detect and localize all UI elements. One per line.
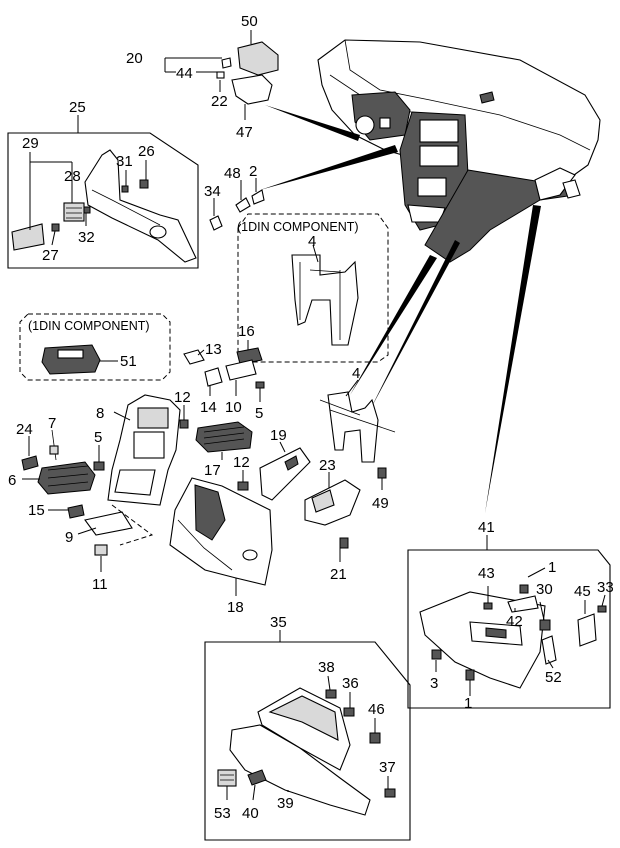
callout-41: 41 <box>478 519 495 536</box>
center-fascia-group <box>21 394 181 572</box>
callout-38: 38 <box>318 659 335 676</box>
callout-21: 21 <box>330 566 347 583</box>
callout-37: 37 <box>379 759 396 776</box>
callout-45: 45 <box>574 583 591 600</box>
callout-7: 7 <box>48 415 56 432</box>
callout-39: 39 <box>277 795 294 812</box>
bracket-23 <box>304 472 361 562</box>
callout-35: 35 <box>270 614 287 631</box>
callout-4-top: 4 <box>308 233 316 250</box>
din-top-label: (1DIN COMPONENT) <box>237 220 359 234</box>
callout-14: 14 <box>200 399 217 416</box>
callout-1-a: 1 <box>548 559 556 576</box>
upper-cover-group <box>164 30 279 120</box>
callout-16: 16 <box>238 323 255 340</box>
callout-34: 34 <box>204 183 221 200</box>
callout-47: 47 <box>236 124 253 141</box>
vent-17 <box>195 421 253 491</box>
clip-45-33 <box>577 594 607 647</box>
callout-17: 17 <box>204 462 221 479</box>
callout-49: 49 <box>372 495 389 512</box>
console-panel-18 <box>169 477 273 596</box>
callout-44: 44 <box>176 65 193 82</box>
callout-46: 46 <box>368 701 385 718</box>
callout-4-mid: 4 <box>352 365 360 382</box>
callout-5-a: 5 <box>255 405 263 422</box>
callout-9: 9 <box>65 529 73 546</box>
callout-31: 31 <box>116 153 133 170</box>
callout-3: 3 <box>430 675 438 692</box>
callout-43: 43 <box>478 565 495 582</box>
panel-19 <box>259 441 311 501</box>
callout-2: 2 <box>249 163 257 180</box>
callout-29: 29 <box>22 135 39 152</box>
callout-25: 25 <box>69 99 86 116</box>
callout-33: 33 <box>597 579 614 596</box>
din-box-left <box>19 313 171 381</box>
box-35 <box>204 630 411 841</box>
callout-36: 36 <box>342 675 359 692</box>
callout-10: 10 <box>225 399 242 416</box>
callout-11: 11 <box>92 576 108 593</box>
clip-group-34-48-2 <box>209 178 265 231</box>
box-41 <box>407 535 611 709</box>
callout-12-b: 12 <box>233 454 250 471</box>
callout-30: 30 <box>536 581 553 598</box>
callout-24: 24 <box>16 421 33 438</box>
callout-50: 50 <box>241 13 258 30</box>
callout-52: 52 <box>545 669 562 686</box>
callout-18: 18 <box>227 599 244 616</box>
callout-20: 20 <box>126 50 143 67</box>
din-left-label: (1DIN COMPONENT) <box>28 319 150 333</box>
callout-40: 40 <box>242 805 259 822</box>
callout-48: 48 <box>224 165 241 182</box>
callout-6: 6 <box>8 472 16 489</box>
callout-53: 53 <box>214 805 231 822</box>
callout-13: 13 <box>205 341 222 358</box>
callout-28: 28 <box>64 168 81 185</box>
dashboard-assembly <box>260 39 601 513</box>
callout-15: 15 <box>28 502 45 519</box>
callout-23: 23 <box>319 457 336 474</box>
callout-8: 8 <box>96 405 104 422</box>
callout-51: 51 <box>120 353 137 370</box>
callout-32: 32 <box>78 229 95 246</box>
callout-5-b: 5 <box>94 429 102 446</box>
callout-27: 27 <box>42 247 59 264</box>
callout-42: 42 <box>506 613 523 630</box>
callout-22: 22 <box>211 93 228 110</box>
callout-12-a: 12 <box>174 389 191 406</box>
callout-26: 26 <box>138 143 155 160</box>
bracket-4-lower <box>319 379 396 490</box>
box-25 <box>7 115 199 269</box>
switch-group <box>179 340 265 429</box>
callout-1-b: 1 <box>464 695 472 712</box>
callout-labels: 50 20 44 22 47 25 29 31 26 28 32 27 34 4… <box>8 13 614 822</box>
callout-19: 19 <box>270 427 287 444</box>
